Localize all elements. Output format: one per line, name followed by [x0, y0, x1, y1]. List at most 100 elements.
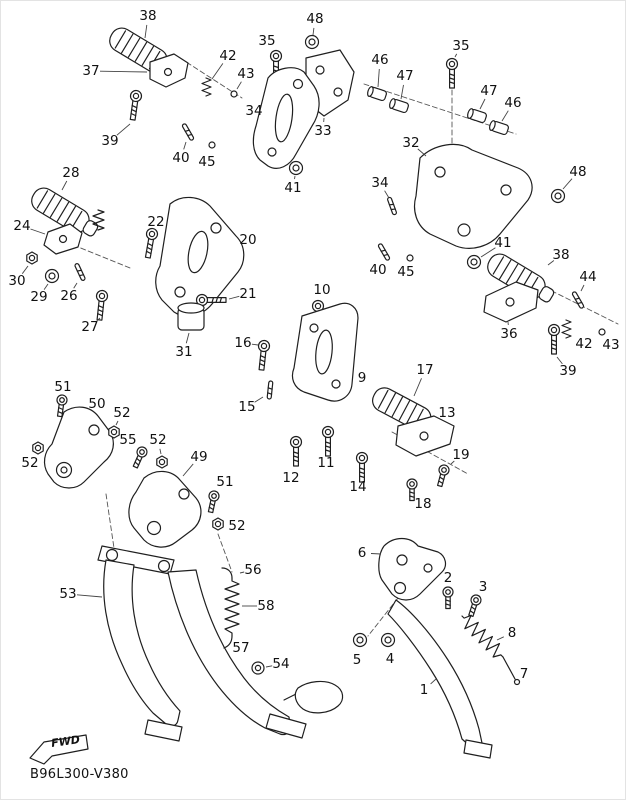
part-side-stand-1	[387, 599, 493, 759]
part-callout-21: 21	[239, 286, 256, 302]
leader-line-53	[76, 594, 103, 598]
part-callout-37: 37	[82, 63, 99, 79]
part-bracket-32	[413, 143, 533, 249]
part-bolt-19	[434, 463, 451, 488]
leader-line-41	[480, 247, 496, 258]
part-lever-49	[128, 470, 202, 548]
part-ball-43	[598, 328, 606, 336]
part-callout-33: 33	[314, 123, 331, 139]
part-callout-38: 38	[552, 247, 569, 263]
part-callout-38: 38	[139, 8, 156, 24]
part-callout-52: 52	[149, 432, 166, 448]
part-callout-39: 39	[559, 363, 576, 379]
front-left-footrest-assembly	[105, 23, 238, 149]
part-spring-pin-42	[201, 77, 212, 97]
part-footrest-bracket-37	[149, 53, 189, 88]
part-bolt-16	[255, 339, 271, 372]
part-callout-17: 17	[416, 362, 433, 378]
front-left-bracket-group	[252, 34, 355, 176]
part-callout-41: 41	[494, 235, 511, 251]
leader-line-8	[496, 636, 504, 641]
part-callout-42: 42	[219, 48, 236, 64]
part-callout-39: 39	[101, 133, 118, 149]
part-holder-24	[43, 223, 83, 255]
part-collar-46	[365, 85, 388, 102]
leader-line-38	[547, 260, 555, 266]
center-bracket-assembly	[255, 299, 369, 483]
leader-line-52	[115, 420, 119, 426]
part-spring-hook-56	[221, 567, 233, 579]
part-callout-11: 11	[317, 455, 334, 471]
leader-line-24	[30, 228, 46, 235]
part-damper-47	[465, 107, 488, 124]
leader-line-31	[185, 332, 190, 344]
part-callout-6: 6	[358, 545, 367, 561]
part-callout-40: 40	[172, 150, 189, 166]
leader-line-56	[239, 571, 245, 574]
part-bolt-39	[126, 89, 143, 122]
part-nut-41	[288, 160, 304, 176]
fwd-marker: FWD	[29, 733, 89, 765]
leader-line-38	[144, 24, 148, 39]
part-callout-47: 47	[396, 68, 413, 84]
leader-line-16	[251, 343, 259, 346]
part-pin-40	[377, 242, 391, 262]
leader-line-19	[450, 460, 455, 465]
part-washer-48	[550, 188, 566, 204]
leader-line-47	[400, 84, 404, 100]
part-callout-52: 52	[21, 455, 38, 471]
part-stand-pedal	[294, 680, 344, 714]
part-bolt-12	[289, 435, 303, 467]
part-callout-15: 15	[238, 399, 255, 415]
part-bushing-54	[251, 661, 265, 675]
part-callout-3: 3	[479, 579, 488, 595]
part-bolt-14	[355, 451, 369, 483]
part-callout-1: 1	[420, 682, 429, 698]
part-bracket-36	[483, 281, 539, 323]
part-washer-5	[352, 632, 368, 648]
right-footrest-assembly	[483, 249, 606, 355]
leader-line-52	[159, 448, 162, 455]
part-nut-52	[212, 517, 224, 531]
part-bolt-55	[130, 444, 150, 470]
part-callout-5: 5	[353, 652, 362, 668]
leader-line-35	[454, 53, 458, 58]
leader-line-43	[236, 81, 242, 90]
part-stud-15	[266, 380, 274, 400]
part-callout-51: 51	[216, 474, 233, 490]
part-callout-45: 45	[397, 264, 414, 280]
part-callout-48: 48	[306, 11, 323, 27]
leader-line-15	[254, 396, 264, 403]
leader-line-26	[73, 282, 78, 289]
leader-line-40	[183, 141, 187, 150]
part-callout-44: 44	[579, 269, 596, 285]
part-nut-52	[156, 455, 168, 469]
part-callout-8: 8	[508, 625, 517, 641]
part-callout-41: 41	[284, 180, 301, 196]
fwd-label: FWD	[50, 733, 80, 750]
side-stand-assembly	[352, 537, 521, 759]
part-callout-7: 7	[520, 666, 529, 682]
part-callout-51: 51	[54, 379, 71, 395]
part-callout-36: 36	[500, 326, 517, 342]
leader-line-27	[96, 317, 101, 322]
part-callout-32: 32	[402, 135, 419, 151]
part-bolt-35	[445, 57, 459, 89]
part-callout-58: 58	[257, 598, 274, 614]
center-stand-assembly	[97, 545, 344, 742]
part-bolt-22	[141, 227, 159, 260]
part-nut-41	[466, 254, 482, 270]
part-callout-43: 43	[237, 66, 254, 82]
leader-line-30	[21, 265, 29, 274]
part-ball-43	[230, 90, 238, 98]
part-callout-49: 49	[190, 449, 207, 465]
leader-line-39	[556, 356, 563, 365]
part-nut-52	[108, 425, 120, 439]
leader-line-54	[265, 665, 273, 668]
part-callout-34: 34	[371, 175, 388, 191]
part-side-stand-bracket-6	[378, 537, 447, 601]
part-callout-18: 18	[414, 496, 431, 512]
part-callout-46: 46	[504, 95, 521, 111]
part-ball-45	[406, 254, 414, 262]
